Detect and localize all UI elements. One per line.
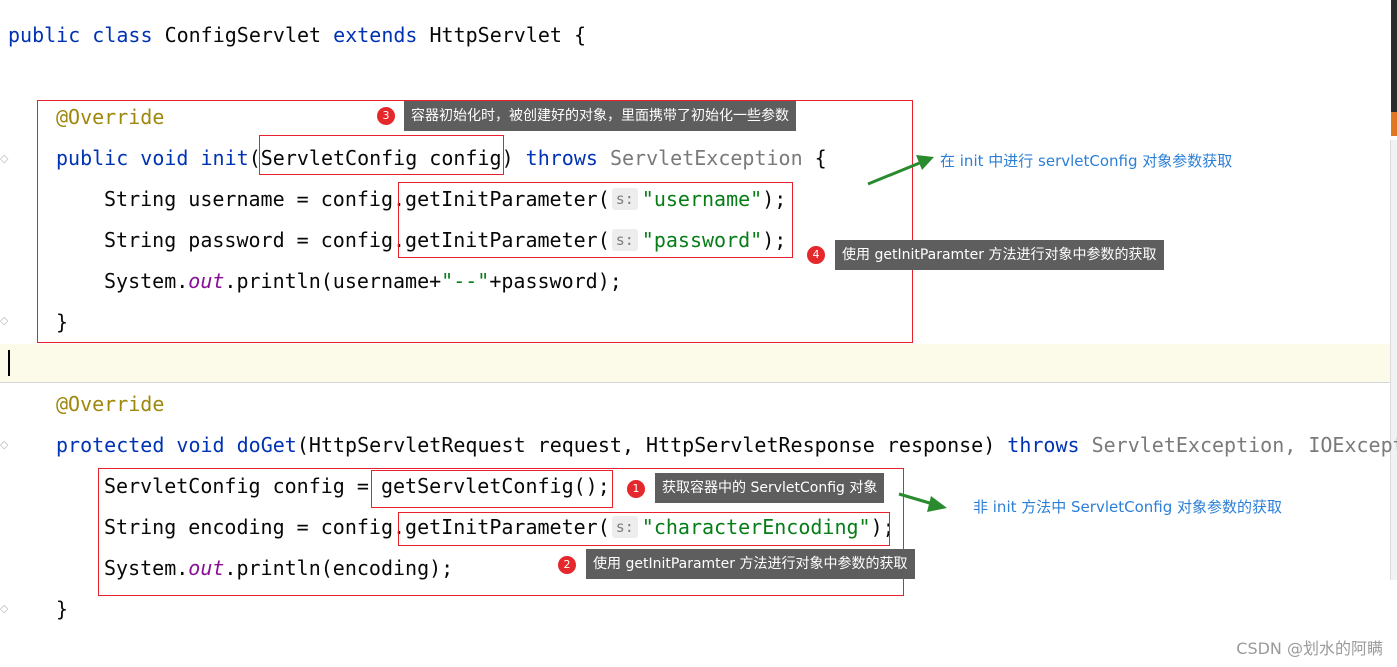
method-call: getInitParameter( <box>405 515 610 539</box>
arrow-icon <box>898 492 947 512</box>
code-line: String encoding = config.getInitParamete… <box>104 513 895 541</box>
string-literal: "--" <box>441 269 490 293</box>
override-annotation: @Override <box>56 392 165 416</box>
keyword: throws <box>1007 433 1080 457</box>
caret-line-highlight <box>0 344 1397 382</box>
vertical-scrollbar[interactable] <box>1390 140 1397 580</box>
non-init-note: 非 init 方法中 ServletConfig 对象参数的获取 <box>973 498 1282 516</box>
code-text: System. <box>104 556 189 580</box>
tooltip-step-3: 容器初始化时，被创建好的对象，里面携带了初始化一些参数 <box>404 101 796 131</box>
paren: ) <box>501 146 514 170</box>
string-literal: "characterEncoding" <box>641 515 871 539</box>
brace: { <box>814 146 827 170</box>
code-text: +password); <box>489 269 622 293</box>
keyword: protected <box>56 433 165 457</box>
init-signature: public void init(ServletConfig config) t… <box>56 144 827 172</box>
doget-init-param-box <box>398 512 890 546</box>
method-call: getServletConfig(); <box>380 474 610 498</box>
method-call: getInitParameter( <box>405 187 610 211</box>
servlet-config-param-box <box>259 135 504 175</box>
keyword: class <box>92 23 153 47</box>
fold-icon[interactable]: ◇ <box>0 314 9 327</box>
fold-icon[interactable]: ◇ <box>0 602 9 615</box>
string-literal: "username" <box>641 187 763 211</box>
closing-brace: } <box>56 310 69 334</box>
get-init-param-box <box>398 182 793 258</box>
code-text: .println(encoding); <box>224 556 454 580</box>
step-4-badge: 4 <box>806 245 826 265</box>
doget-signature: protected void doGet(HttpServletRequest … <box>56 431 1397 459</box>
watermark: CSDN @划水的阿瞒 <box>1236 639 1383 658</box>
code-text: String username = config. <box>104 187 406 211</box>
scroll-marker-orange <box>1391 112 1397 136</box>
arrow-icon <box>867 155 934 186</box>
fold-icon[interactable]: ◇ <box>0 152 9 165</box>
code-text: String password = config. <box>104 228 406 252</box>
method-separator <box>0 382 1390 383</box>
get-servlet-config-box <box>371 470 613 508</box>
tooltip-step-1: 获取容器中的 ServletConfig 对象 <box>655 473 885 503</box>
tooltip-step-2: 使用 getInitParamter 方法进行对象中参数的获取 <box>586 549 915 579</box>
code-text: System. <box>104 269 189 293</box>
brace: { <box>574 23 587 47</box>
class-name: ConfigServlet <box>164 23 322 47</box>
step-2-badge: 2 <box>557 555 577 575</box>
keyword: extends <box>333 23 418 47</box>
override-annotation: @Override <box>56 105 165 129</box>
code-line: ServletConfig config = getServletConfig(… <box>104 472 610 500</box>
keyword: public <box>8 23 81 47</box>
fold-icon[interactable]: ◇ <box>0 438 9 451</box>
code-text: ); <box>762 228 787 252</box>
tooltip-step-4: 使用 getInitParamter 方法进行对象中参数的获取 <box>835 240 1164 270</box>
keyword: public <box>56 146 129 170</box>
code-text: ); <box>762 187 787 211</box>
static-field: out <box>188 556 225 580</box>
init-note: 在 init 中进行 servletConfig 对象参数获取 <box>940 152 1233 170</box>
keyword: void <box>140 146 189 170</box>
param-hint: s: <box>611 229 638 251</box>
closing-brace: } <box>56 597 69 621</box>
method-name: init <box>200 146 249 170</box>
exception-type: ServletException <box>609 146 803 170</box>
param: ServletConfig config <box>260 146 502 170</box>
param-hint: s: <box>611 188 638 210</box>
param-hint: s: <box>611 516 638 538</box>
scroll-marker <box>1391 0 1397 135</box>
code-line: String username = config.getInitParamete… <box>104 185 786 213</box>
code-text: ); <box>870 515 895 539</box>
class-declaration: public class ConfigServlet extends HttpS… <box>8 21 586 49</box>
keyword: void <box>176 433 225 457</box>
static-field: out <box>188 269 225 293</box>
string-literal: "password" <box>641 228 763 252</box>
exception-types: ServletException, IOExcept <box>1091 433 1397 457</box>
text-caret <box>8 350 10 376</box>
code-line: String password = config.getInitParamete… <box>104 226 786 254</box>
code-line: System.out.println(username+"--"+passwor… <box>104 267 622 295</box>
code-line: System.out.println(encoding); <box>104 554 453 582</box>
code-text: ServletConfig config = <box>104 474 381 498</box>
paren: ( <box>248 146 261 170</box>
parent-class: HttpServlet <box>429 23 562 47</box>
code-text: .println(username+ <box>224 269 442 293</box>
method-name: doGet <box>236 433 297 457</box>
step-3-badge: 3 <box>376 106 396 126</box>
doget-body-box <box>98 468 904 596</box>
keyword: throws <box>525 146 598 170</box>
params: (HttpServletRequest request, HttpServlet… <box>296 433 996 457</box>
step-1-badge: 1 <box>626 479 646 499</box>
init-method-box <box>37 100 913 343</box>
code-text: String encoding = config. <box>104 515 406 539</box>
method-call: getInitParameter( <box>405 228 610 252</box>
